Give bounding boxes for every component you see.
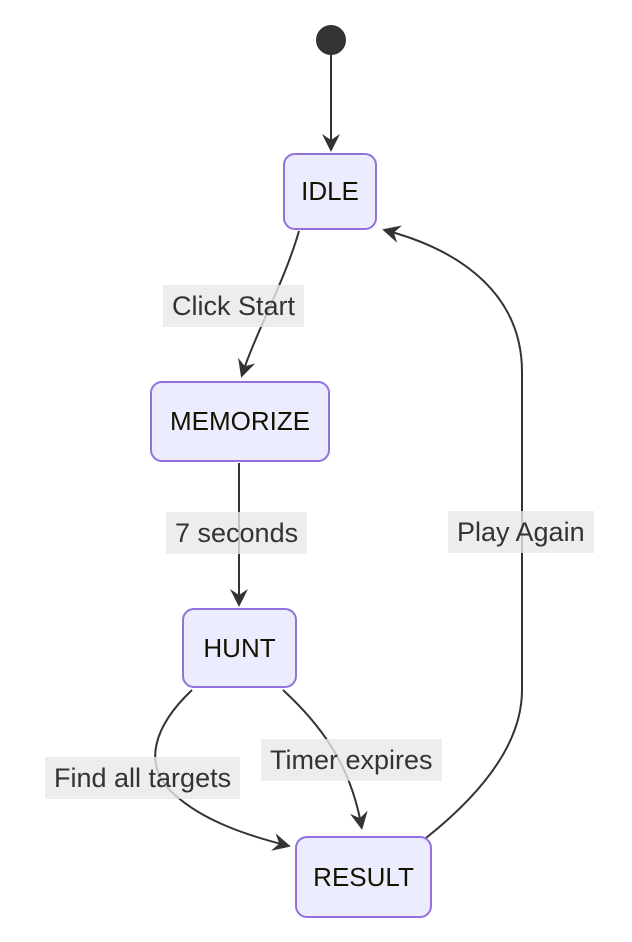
state-memorize: MEMORIZE — [150, 381, 330, 462]
edge-label-find-all-targets: Find all targets — [45, 757, 241, 800]
edge-label-timer-expires: Timer expires — [261, 739, 442, 782]
state-idle: IDLE — [283, 153, 377, 230]
state-result: RESULT — [295, 836, 432, 918]
edge-label-click-start: Click Start — [163, 285, 305, 328]
initial-state-icon — [316, 25, 346, 55]
state-hunt: HUNT — [182, 608, 297, 688]
edge-label-play-again: Play Again — [448, 511, 594, 554]
edge-result-idle — [382, 225, 523, 839]
edge-label-7-seconds: 7 seconds — [166, 512, 308, 555]
